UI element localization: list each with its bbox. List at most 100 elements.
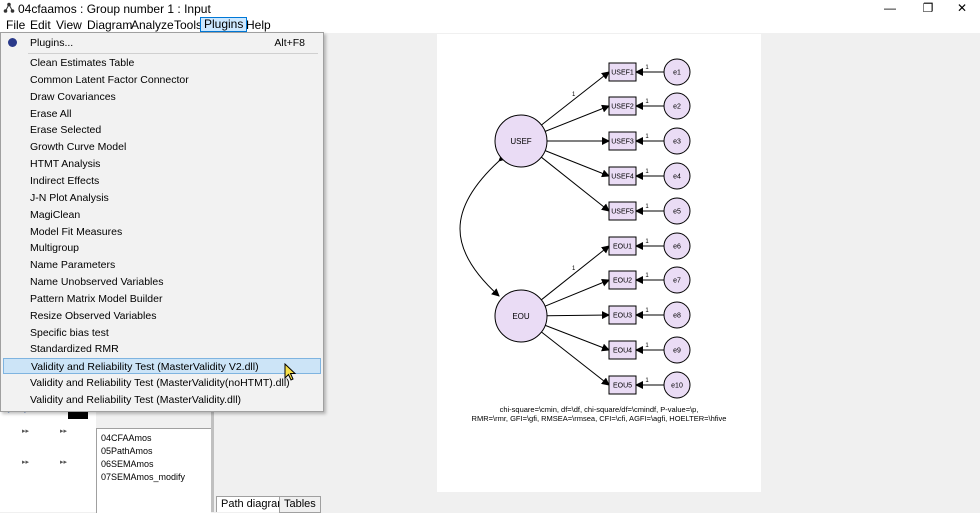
- file-item[interactable]: 06SEMAmos: [101, 459, 154, 469]
- error-term[interactable]: [663, 92, 691, 120]
- nav-arrow-icon[interactable]: ▸▸: [22, 428, 30, 435]
- observed-variable[interactable]: [608, 201, 637, 221]
- plugins-item-label: Plugins...: [30, 37, 74, 49]
- error-term[interactable]: [663, 162, 691, 190]
- latent-variable[interactable]: [494, 289, 548, 343]
- file-item[interactable]: 07SEMAmos_modify: [101, 472, 186, 482]
- observed-variable-label: EOU5: [613, 383, 632, 390]
- plugin-menu-item[interactable]: Resize Observed Variables: [3, 308, 321, 324]
- plugin-menu-item[interactable]: Name Parameters: [3, 257, 321, 273]
- menu-analyze[interactable]: Analyze: [131, 18, 174, 32]
- error-weight-label: 1: [645, 99, 649, 105]
- plugin-menu-item[interactable]: HTMT Analysis: [3, 156, 321, 172]
- latent-variable[interactable]: [494, 114, 548, 168]
- error-term[interactable]: [663, 301, 691, 329]
- observed-variable[interactable]: [608, 62, 637, 82]
- error-term[interactable]: [663, 336, 691, 364]
- plugin-menu-item[interactable]: Erase Selected: [3, 122, 321, 138]
- file-item[interactable]: 04CFAAmos: [101, 433, 152, 443]
- plugin-menu-item[interactable]: Common Latent Factor Connector: [3, 72, 321, 88]
- plugin-menu-item[interactable]: Indirect Effects: [3, 173, 321, 189]
- error-term[interactable]: [663, 127, 691, 155]
- error-term-label: e7: [673, 278, 681, 285]
- error-term[interactable]: [663, 232, 691, 260]
- tab-tables[interactable]: Tables: [279, 496, 321, 513]
- plugin-menu-item[interactable]: Draw Covariances: [3, 89, 321, 105]
- observed-variable-label: USEF3: [611, 139, 634, 146]
- menu-edit[interactable]: Edit: [30, 18, 51, 32]
- plugin-menu-item-label: Erase Selected: [30, 124, 102, 137]
- observed-variable-label: EOU4: [613, 348, 632, 355]
- nav-arrow-icon[interactable]: ▸▸: [60, 428, 68, 435]
- plugin-menu-item[interactable]: Multigroup: [3, 240, 321, 256]
- menu-diagram[interactable]: Diagram: [87, 18, 133, 32]
- menu-plugins[interactable]: Plugins: [200, 17, 248, 32]
- observed-variable[interactable]: [608, 131, 637, 151]
- factor-loading-arrow[interactable]: [544, 104, 610, 132]
- minimize-button[interactable]: —: [884, 1, 896, 15]
- error-term[interactable]: [663, 266, 691, 294]
- plugin-menu-item[interactable]: Model Fit Measures: [3, 224, 321, 240]
- nav-arrow-icon[interactable]: ▸▸: [60, 459, 68, 466]
- observed-variable[interactable]: [608, 166, 637, 186]
- error-term-label: e2: [673, 104, 681, 111]
- plugin-menu-item[interactable]: Standardized RMR: [3, 341, 321, 357]
- observed-variable-label: EOU1: [613, 244, 632, 251]
- plugin-menu-item-label: Model Fit Measures: [30, 225, 123, 238]
- plugin-menu-item[interactable]: MagiClean: [3, 207, 321, 223]
- plugin-menu-item[interactable]: Erase All: [3, 106, 321, 122]
- plugin-menu-item-label: Clean Estimates Table: [30, 57, 135, 69]
- nav-arrow-icon[interactable]: ▸▸: [22, 459, 30, 466]
- plugins-item[interactable]: Plugins... Alt+F8: [3, 35, 321, 51]
- plugin-menu-item[interactable]: Growth Curve Model: [3, 139, 321, 155]
- plugin-menu-item[interactable]: Validity and Reliability Test (MasterVal…: [3, 375, 321, 391]
- factor-loading-arrow[interactable]: [544, 278, 610, 307]
- factor-loading-arrow[interactable]: [541, 245, 610, 301]
- error-term[interactable]: [663, 197, 691, 225]
- menu-view[interactable]: View: [56, 18, 82, 32]
- covariance-arrow[interactable]: [459, 153, 507, 297]
- plugin-menu-item[interactable]: J-N Plot Analysis: [3, 190, 321, 206]
- error-weight-label: 1: [645, 134, 649, 140]
- error-term-label: e5: [673, 209, 681, 216]
- plugin-menu-item-label: Standardized RMR: [30, 343, 119, 356]
- error-weight-label: 1: [645, 204, 649, 210]
- plugin-menu-item-label: Name Parameters: [30, 259, 116, 272]
- tab-path-diagram[interactable]: Path diagram: [216, 496, 292, 512]
- amos-app-icon: [3, 2, 15, 13]
- observed-variable[interactable]: [608, 236, 637, 256]
- close-button[interactable]: ✕: [956, 1, 968, 15]
- plugin-menu-item-label: Multigroup: [30, 242, 80, 255]
- factor-loading-arrow[interactable]: [546, 311, 610, 320]
- observed-variable-label: EOU3: [613, 313, 632, 320]
- file-item[interactable]: 05PathAmos: [101, 446, 153, 456]
- observed-variable[interactable]: [608, 96, 637, 116]
- fit-text-line1: chi-square=\cmin, df=\df, chi-square/df=…: [500, 405, 699, 414]
- observed-variable[interactable]: [608, 270, 637, 290]
- plugin-menu-item[interactable]: Validity and Reliability Test (MasterVal…: [3, 392, 321, 408]
- menu-help[interactable]: Help: [246, 18, 271, 32]
- observed-variable[interactable]: [608, 375, 637, 395]
- plugin-menu-item[interactable]: Name Unobserved Variables: [3, 274, 321, 290]
- plugin-menu-item[interactable]: Pattern Matrix Model Builder: [3, 291, 321, 307]
- observed-variable-label: USEF5: [611, 209, 634, 216]
- factor-loading-arrow[interactable]: [541, 156, 610, 212]
- factor-loading-arrow[interactable]: [545, 324, 610, 352]
- restore-button[interactable]: ❐: [922, 1, 934, 15]
- observed-variable[interactable]: [608, 305, 637, 325]
- error-term-label: e8: [673, 313, 681, 320]
- plugin-menu-item[interactable]: Clean Estimates Table: [3, 55, 321, 71]
- error-term[interactable]: [663, 371, 691, 399]
- menu-tools[interactable]: Tools: [174, 18, 203, 32]
- menu-file[interactable]: File: [6, 18, 26, 32]
- plugin-menu-item[interactable]: Validity and Reliability Test (MasterVal…: [3, 358, 321, 375]
- observed-variable[interactable]: [608, 340, 637, 360]
- plugin-menu-item[interactable]: Specific bias test: [3, 325, 321, 341]
- factor-loading-arrow[interactable]: [544, 150, 610, 178]
- factor-loading-arrow[interactable]: [541, 71, 610, 126]
- file-list: 04CFAAmos 05PathAmos 06SEMAmos 07SEMAmos…: [96, 428, 211, 513]
- factor-loading-arrow[interactable]: [541, 331, 610, 386]
- error-term[interactable]: [663, 58, 691, 86]
